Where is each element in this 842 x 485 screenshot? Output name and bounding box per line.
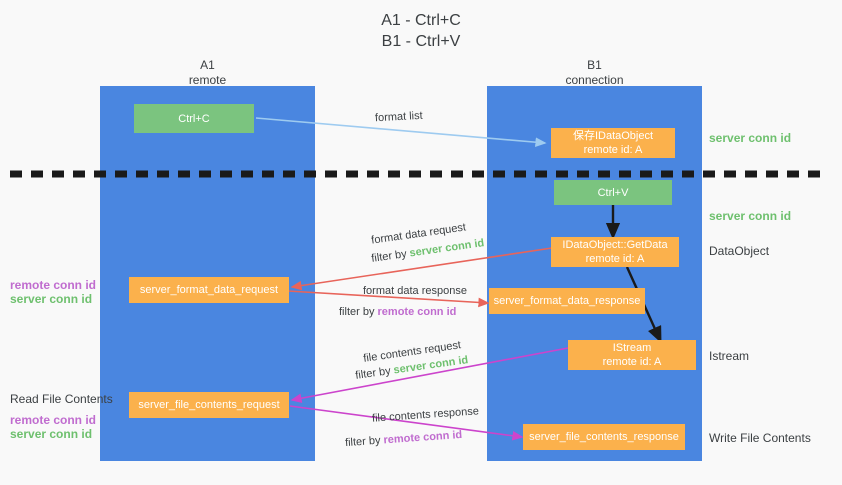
box-server-format-data-response[interactable]: server_format_data_response — [489, 288, 645, 314]
right-label-server-conn-id-mid: server conn id — [709, 209, 792, 223]
box-server-format-data-response-label: server_format_data_response — [493, 295, 641, 307]
right-label-write-file-contents: Write File Contents — [709, 431, 811, 445]
edge-label-format-data-response-filter-prefix: filter by — [339, 306, 378, 318]
box-server-file-contents-response[interactable]: server_file_contents_response — [523, 424, 685, 450]
left-label-server-conn-id-1: server conn id — [10, 292, 93, 306]
box-server-format-data-request[interactable]: server_format_data_request — [129, 277, 289, 303]
box-istream-line1: IStream — [612, 342, 652, 354]
column-b1-name: B1 — [587, 58, 602, 72]
box-ctrl-v-label: Ctrl+V — [597, 186, 629, 199]
box-server-format-data-request-label: server_format_data_request — [139, 284, 279, 296]
edge-label-file-contents-response: file contents response — [371, 405, 480, 425]
edge-label-file-contents-response-filter: filter by remote conn id — [345, 428, 463, 451]
box-istream[interactable]: IStream remote id: A — [568, 340, 696, 370]
box-server-file-contents-response-label: server_file_contents_response — [529, 431, 679, 443]
box-istream-line2: remote id: A — [602, 356, 662, 368]
left-label-server-conn-id-2: server conn id — [10, 427, 93, 441]
column-b1-sub: connection — [565, 73, 624, 87]
edge-label-file-contents-response-filter-value: remote conn id — [383, 428, 463, 447]
box-getdata[interactable]: IDataObject::GetData remote id: A — [551, 237, 679, 267]
column-a1-sub: remote — [188, 73, 227, 87]
edge-label-format-data-response-filter-value: remote conn id — [377, 306, 457, 318]
left-label-remote-conn-id-2: remote conn id — [10, 413, 97, 427]
box-store-idataobject-line2: remote id: A — [583, 144, 643, 156]
edge-label-format-data-response: format data response — [363, 285, 467, 297]
box-ctrl-c[interactable]: Ctrl+C — [134, 104, 254, 133]
right-label-istream: Istream — [709, 349, 750, 363]
edge-label-format-data-request-filter-prefix: filter by — [370, 247, 411, 265]
box-ctrl-c-label: Ctrl+C — [178, 112, 210, 125]
edge-label-format-list: format list — [374, 109, 423, 125]
title-line-1: A1 - Ctrl+C — [381, 12, 461, 29]
left-label-read-file-contents: Read File Contents — [10, 392, 113, 406]
edge-label-format-data-response-filter: filter by remote conn id — [339, 305, 456, 320]
right-label-server-conn-id-top: server conn id — [709, 131, 792, 145]
column-a1-name: A1 — [200, 58, 215, 72]
column-header-a1: A1 remote — [100, 58, 315, 88]
box-ctrl-v[interactable]: Ctrl+V — [554, 180, 672, 205]
box-server-file-contents-request[interactable]: server_file_contents_request — [129, 392, 289, 418]
edge-label-file-contents-request-filter-prefix: filter by — [354, 364, 395, 382]
column-header-b1: B1 connection — [487, 58, 702, 88]
box-getdata-line1: IDataObject::GetData — [562, 239, 668, 251]
right-label-dataobject: DataObject — [709, 244, 770, 258]
title-line-2: B1 - Ctrl+V — [381, 33, 461, 50]
edge-label-file-contents-response-filter-prefix: filter by — [344, 434, 384, 450]
box-store-idataobject[interactable]: 保存IDataObject remote id: A — [551, 128, 675, 158]
box-getdata-line2: remote id: A — [585, 253, 645, 265]
box-store-idataobject-line1: 保存IDataObject — [572, 130, 654, 142]
box-server-file-contents-request-label: server_file_contents_request — [138, 399, 280, 411]
left-label-remote-conn-id-1: remote conn id — [10, 278, 97, 292]
page-title: A1 - Ctrl+C B1 - Ctrl+V — [0, 10, 842, 52]
